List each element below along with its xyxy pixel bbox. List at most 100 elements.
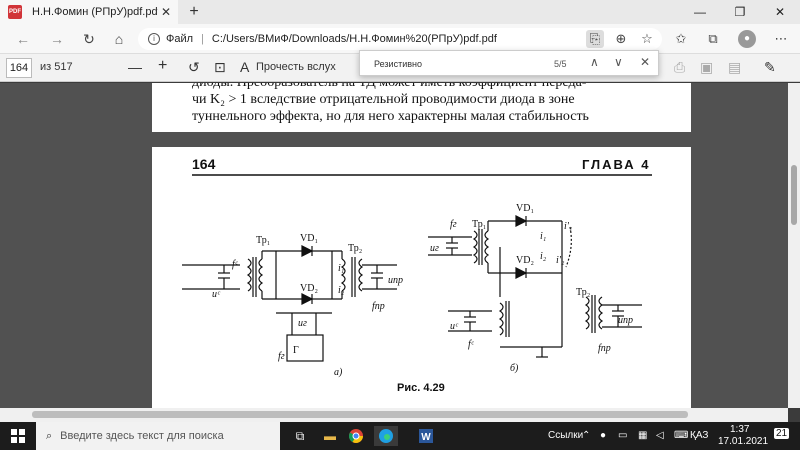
pdf-file-icon: PDF [8, 5, 22, 19]
address-separator: | [201, 33, 204, 45]
refresh-icon[interactable]: ↻ [83, 31, 95, 47]
svg-text:W: W [421, 432, 431, 443]
collections-icon[interactable]: ⧉ [708, 31, 718, 46]
pdf-viewer[interactable]: диоды. Преобразователь на ТД может иметь… [0, 83, 788, 408]
b-fc-label: fᶜ [468, 339, 475, 350]
b-i1p-label: i'₁ [564, 221, 572, 232]
browser-toolbar: ← → ↻ ⌂ i Файл | C:/Users/ВМиФ/Downloads… [0, 24, 800, 54]
save-icon[interactable]: ▣ [700, 59, 714, 75]
edge-icon[interactable] [374, 426, 398, 446]
read-aloud-button[interactable]: Прочесть вслух [256, 61, 336, 73]
pdf-page-previous: диоды. Преобразователь на ТД может иметь… [152, 83, 691, 132]
b-tag-label: б) [510, 363, 519, 374]
find-count: 5/5 [554, 59, 567, 69]
find-input[interactable]: Резистивно [374, 59, 422, 69]
new-tab-icon[interactable]: + [189, 3, 199, 20]
battery-icon[interactable]: ▭ [618, 430, 628, 441]
home-icon[interactable]: ⌂ [114, 31, 124, 47]
notifications-badge[interactable]: 21 [774, 428, 790, 439]
zoom-icon[interactable]: ⊕ [615, 31, 627, 46]
zoom-in-icon[interactable]: + [158, 57, 168, 74]
read-mode-icon[interactable]: ⎘ [586, 30, 604, 48]
vertical-scroll-thumb[interactable] [791, 165, 797, 225]
clock-time[interactable]: 1:37 [730, 424, 750, 435]
page-number: 164 [192, 156, 216, 172]
taskbar-search-input[interactable]: ⌕ Введите здесь текст для поиска [36, 422, 280, 450]
a-fc-label: fᶜ [232, 259, 239, 270]
a-upr-label: uпр [388, 275, 403, 286]
more-menu-icon[interactable]: ⋯ [774, 31, 788, 46]
task-view-icon[interactable]: ⧉ [295, 428, 305, 443]
find-previous-icon[interactable]: ∧ [590, 55, 599, 69]
page-count: из 517 [40, 61, 73, 73]
tray-app-icon[interactable]: ● [600, 430, 607, 441]
save-as-icon[interactable]: ▤ [728, 59, 742, 75]
fit-page-icon[interactable]: ⊡ [214, 59, 226, 75]
tab-close-icon[interactable]: ✕ [160, 5, 172, 19]
tray-expand-icon[interactable]: ⌃ [582, 430, 591, 441]
read-aloud-icon[interactable]: A [240, 59, 250, 75]
a-vd1-label: VD₁ [300, 233, 318, 244]
text-line-2: чи K₂ > 1 вследствие отрицательной прово… [192, 92, 575, 107]
zoom-out-icon[interactable]: — [128, 59, 142, 75]
forward-icon[interactable]: → [50, 31, 64, 47]
pdf-page-164: 164 ГЛАВА 4 [152, 147, 691, 408]
title-bar: PDF Н.Н.Фомин (РПрУ)pdf.pdf ✕ + — ❐ ✕ [0, 0, 800, 24]
vertical-scrollbar[interactable] [788, 83, 800, 408]
a-uc-label: uᶜ [212, 289, 221, 300]
profile-avatar-icon[interactable]: ● [738, 30, 756, 48]
circuit-b [428, 215, 642, 358]
print-icon[interactable]: ⎙ [674, 59, 686, 75]
page-content-svg: 164 ГЛАВА 4 [182, 156, 652, 394]
info-icon[interactable]: i [148, 33, 160, 45]
maximize-icon[interactable]: ❐ [734, 5, 746, 19]
b-tr1-label: Тр₁ [472, 219, 486, 230]
back-icon[interactable]: ← [16, 31, 30, 47]
a-i1-label: i₁ [338, 263, 344, 274]
windows-start-icon[interactable] [0, 422, 36, 450]
b-tr2-label: Тр₂ [576, 287, 590, 298]
b-fg-label: fг [450, 219, 457, 230]
address-bar[interactable]: i Файл | C:/Users/ВМиФ/Downloads/Н.Н.Фом… [138, 28, 662, 50]
a-tag-label: а) [334, 367, 343, 378]
chrome-icon[interactable] [344, 426, 368, 446]
taskbar-search-placeholder: Введите здесь текст для поиска [60, 430, 224, 442]
rotate-icon[interactable]: ↺ [188, 59, 200, 75]
a-ur-label: uг [298, 318, 307, 329]
close-window-icon[interactable]: ✕ [774, 5, 786, 19]
b-i2p-label: i'₂ [556, 255, 565, 266]
b-vd1-label: VD₁ [516, 203, 534, 214]
volume-icon[interactable]: ◁ [656, 430, 664, 441]
b-i1-label: i₁ [540, 231, 546, 242]
find-close-icon[interactable]: ✕ [640, 55, 651, 69]
search-icon: ⌕ [46, 429, 53, 442]
a-generator-label: Г [293, 345, 299, 356]
a-fg-label: fг [278, 351, 285, 362]
links-toolbar[interactable]: Ссылки [548, 430, 584, 441]
pin-icon[interactable]: ✎ [764, 59, 776, 75]
text-line-1: диоды. Преобразователь на ТД может иметь… [192, 83, 586, 91]
find-next-icon[interactable]: ∨ [614, 55, 623, 69]
language-indicator[interactable]: ҚАЗ [690, 430, 709, 441]
a-tr1-label: Тр₁ [256, 235, 270, 246]
page-number-input[interactable]: 164 [6, 58, 32, 78]
clock-date[interactable]: 17.01.2021 [718, 436, 769, 447]
minimize-icon[interactable]: — [694, 5, 706, 19]
favorites-list-icon[interactable]: ✩ [675, 31, 687, 46]
file-explorer-icon[interactable]: ▬ [324, 429, 336, 443]
address-scheme: Файл [166, 33, 194, 45]
network-icon[interactable]: ▦ [638, 430, 648, 441]
taskbar: ⌕ Введите здесь текст для поиска ⧉ ▬ W С… [0, 422, 800, 450]
b-i2-label: i₂ [540, 251, 547, 262]
text-line-3: туннельного эффекта, но для него характе… [192, 109, 589, 124]
b-vd2-label: VD₂ [516, 255, 534, 266]
keyboard-icon[interactable]: ⌨ [674, 430, 689, 441]
a-vd2-label: VD₂ [300, 283, 318, 294]
b-ur-label: uг [430, 243, 439, 254]
browser-tab[interactable]: PDF Н.Н.Фомин (РПрУ)pdf.pdf ✕ [0, 0, 178, 24]
chapter-heading: ГЛАВА 4 [582, 157, 651, 172]
a-fpr-label: fпр [372, 301, 385, 312]
favorite-star-icon[interactable]: ☆ [641, 31, 653, 46]
horizontal-scroll-thumb[interactable] [32, 411, 688, 418]
word-icon[interactable]: W [414, 426, 438, 446]
